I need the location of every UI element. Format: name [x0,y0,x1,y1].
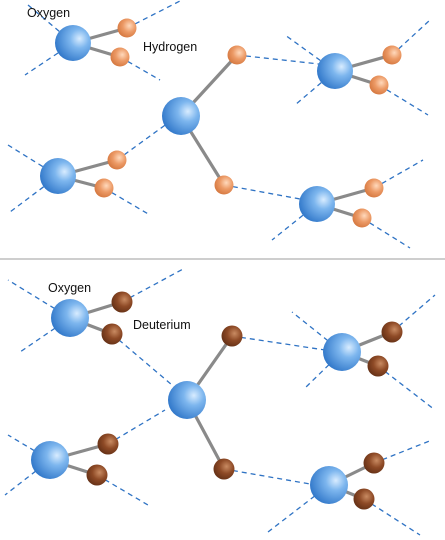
deuterium-atom [353,488,375,510]
hydrogen-atom [382,45,402,65]
deuterium-label: Deuterium [133,318,191,332]
deuterium-atom [213,458,235,480]
oxygen-atom [323,333,361,371]
hydrogen-atom [214,175,234,195]
oxygen-atom [51,299,89,337]
deuterium-atom [86,464,108,486]
oxygen-atom [299,186,335,222]
hydrogen-atom [94,178,114,198]
deuterium-atom [381,321,403,343]
oxygen-atom [310,466,348,504]
hydrogen-atom [110,47,130,67]
hydrogen-atom [364,178,384,198]
hydrogen-atom [369,75,389,95]
hydrogen-atom [117,18,137,38]
oxygen-atom [55,25,91,61]
deuterium-atom [111,291,133,313]
deuterium-atom [101,323,123,345]
oxygen-label: Oxygen [27,6,70,20]
hydrogen-atom [107,150,127,170]
panel-hydrogen: Oxygen Hydrogen [7,0,431,249]
deuterium-atom [221,325,243,347]
oxygen-atom [31,441,69,479]
deuterium-atom [363,452,385,474]
panel-deuterium: Oxygen Deuterium [4,267,436,536]
oxygen-atom [162,97,200,135]
hydrogen-atom [352,208,372,228]
hydrogen-label: Hydrogen [143,40,197,54]
deuterium-atom [97,433,119,455]
oxygen-atom [168,381,206,419]
deuterium-atom [367,355,389,377]
oxygen-atom [317,53,353,89]
oxygen-label: Oxygen [48,281,91,295]
hydrogen-atom [227,45,247,65]
oxygen-atom [40,158,76,194]
